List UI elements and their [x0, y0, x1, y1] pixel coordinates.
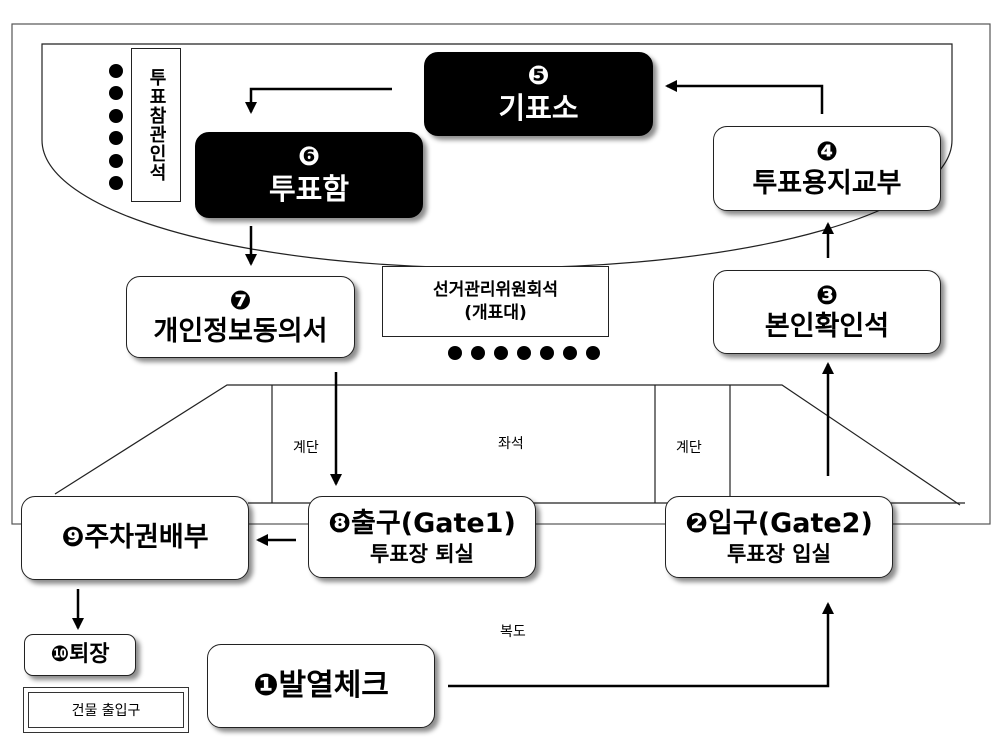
observer-dot — [109, 86, 123, 101]
commission-dot — [586, 346, 600, 360]
step-5-label: 기표소 — [498, 91, 579, 126]
step-1-fever-check: ❶발열체크 — [207, 644, 435, 728]
observer-dot — [109, 108, 123, 123]
step-5-number: ❺ — [527, 61, 550, 92]
observer-seat: 투표참관인석 — [131, 48, 181, 202]
commission-dot — [540, 346, 554, 360]
arrow-4-to-5 — [665, 80, 824, 114]
arrow-1-to-2 — [448, 602, 834, 688]
commission-dot — [448, 346, 462, 360]
step-6-number: ❻ — [297, 142, 320, 173]
step-6-ballot-box: ❻ 투표함 — [195, 132, 423, 218]
step-9-label: ❾주차권배부 — [61, 522, 209, 554]
step-7-number: ❼ — [229, 285, 252, 316]
step-3-number: ❸ — [815, 280, 838, 311]
building-entrance: 건물 출입구 — [23, 687, 189, 733]
commission-dot — [563, 346, 577, 360]
step-3-identity-check: ❸ 본인확인석 — [713, 270, 941, 354]
step-5-voting-booth: ❺ 기표소 — [424, 52, 653, 136]
seats-label: 좌석 — [498, 436, 524, 452]
commission-dot — [494, 346, 508, 360]
stairs-left-label: 계단 — [293, 440, 319, 456]
seating-area-outline — [54, 384, 961, 506]
step-2-entrance-gate: ❷입구(Gate2) 투표장 입실 — [665, 496, 893, 578]
commission-dots — [448, 345, 600, 361]
observer-dot — [109, 64, 123, 78]
step-2-sublabel: 투표장 입실 — [727, 541, 831, 566]
observer-dot — [109, 175, 123, 190]
commission-dot — [517, 346, 531, 360]
building-entrance-label: 건물 출입구 — [71, 703, 141, 719]
stairs-right-label: 계단 — [676, 440, 702, 456]
step-4-number: ❹ — [815, 137, 838, 168]
step-4-ballot-issue: ❹ 투표용지교부 — [713, 126, 941, 211]
observer-dot — [109, 153, 123, 168]
step-6-label: 투표함 — [268, 172, 350, 207]
commission-seat-label: 선거관리위원회석 — [432, 279, 559, 300]
step-10-label: ❿퇴장 — [50, 642, 110, 668]
step-9-parking-ticket: ❾주차권배부 — [21, 496, 249, 580]
arrow-5-to-6 — [245, 87, 392, 114]
building-entrance-inner: 건물 출입구 — [28, 692, 184, 728]
step-2-label: ❷입구(Gate2) — [685, 507, 873, 539]
corridor-label: 복도 — [500, 624, 526, 640]
observer-seat-label: 투표참관인석 — [146, 68, 167, 182]
observer-dots — [108, 64, 124, 190]
step-4-label: 투표용지교부 — [752, 167, 902, 199]
election-commission-seat: 선거관리위원회석 (개표대) — [382, 266, 609, 337]
step-3-label: 본인확인석 — [764, 311, 890, 343]
step-7-label: 개인정보동의서 — [153, 316, 328, 348]
step-8-exit-gate: ❽출구(Gate1) 투표장 퇴실 — [308, 496, 536, 578]
step-8-sublabel: 투표장 퇴실 — [370, 541, 474, 566]
step-1-label: ❶발열체크 — [253, 667, 389, 703]
commission-seat-sublabel: (개표대) — [464, 302, 527, 323]
step-8-label: ❽출구(Gate1) — [328, 507, 516, 539]
commission-dot — [471, 346, 485, 360]
step-7-privacy-consent: ❼ 개인정보동의서 — [126, 276, 355, 358]
step-10-leave: ❿퇴장 — [24, 634, 136, 676]
observer-dot — [109, 131, 123, 146]
